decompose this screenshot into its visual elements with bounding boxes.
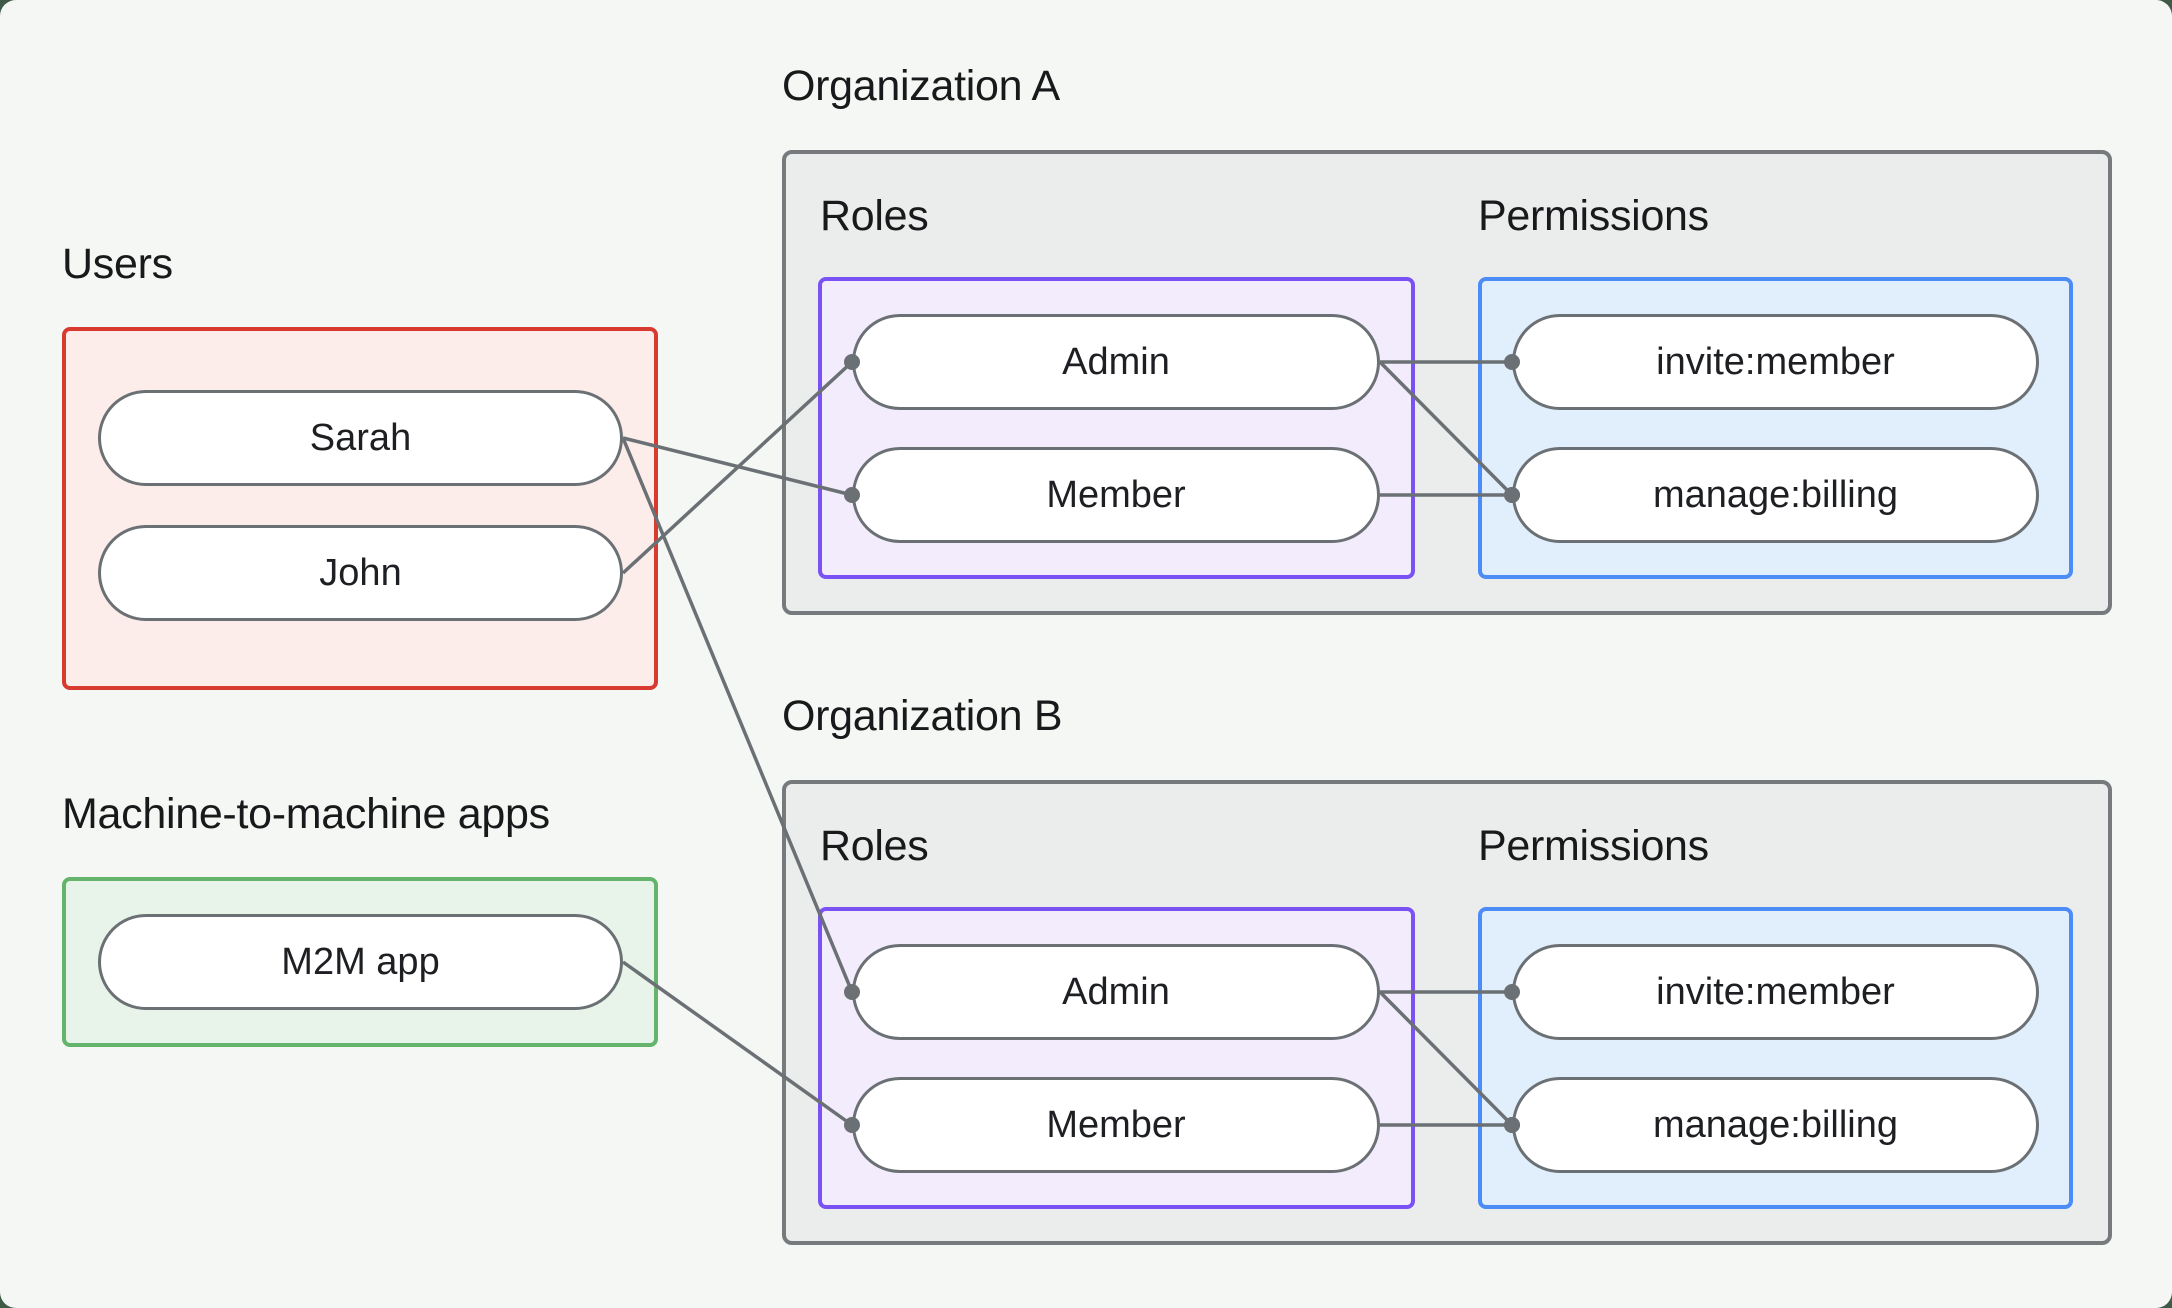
- node-m2m-app: M2M app: [98, 914, 623, 1010]
- node-org-b-perm-manage-billing: manage:billing: [1512, 1077, 2039, 1173]
- org-a-box: Roles Permissions Admin Member invite:me…: [782, 150, 2112, 615]
- org-b-permissions-box: invite:member manage:billing: [1478, 907, 2073, 1209]
- org-a-roles-box: Admin Member: [818, 277, 1415, 579]
- users-group-label: Users: [62, 240, 173, 288]
- node-org-a-role-admin: Admin: [852, 314, 1380, 410]
- org-b-permissions-label: Permissions: [1478, 822, 1709, 870]
- org-a-roles-label: Roles: [820, 192, 929, 240]
- node-user-sarah: Sarah: [98, 390, 623, 486]
- org-b-roles-label: Roles: [820, 822, 929, 870]
- node-user-john: John: [98, 525, 623, 621]
- m2m-group-box: M2M app: [62, 877, 658, 1047]
- node-org-a-perm-invite-member: invite:member: [1512, 314, 2039, 410]
- org-b-box: Roles Permissions Admin Member invite:me…: [782, 780, 2112, 1245]
- node-org-a-role-member: Member: [852, 447, 1380, 543]
- org-a-permissions-label: Permissions: [1478, 192, 1709, 240]
- org-a-title: Organization A: [782, 62, 1060, 110]
- org-b-title: Organization B: [782, 692, 1063, 740]
- users-group-box: Sarah John: [62, 327, 658, 690]
- node-org-b-perm-invite-member: invite:member: [1512, 944, 2039, 1040]
- org-b-roles-box: Admin Member: [818, 907, 1415, 1209]
- org-a-permissions-box: invite:member manage:billing: [1478, 277, 2073, 579]
- m2m-group-label: Machine-to-machine apps: [62, 790, 550, 838]
- node-org-a-perm-manage-billing: manage:billing: [1512, 447, 2039, 543]
- node-org-b-role-admin: Admin: [852, 944, 1380, 1040]
- node-org-b-role-member: Member: [852, 1077, 1380, 1173]
